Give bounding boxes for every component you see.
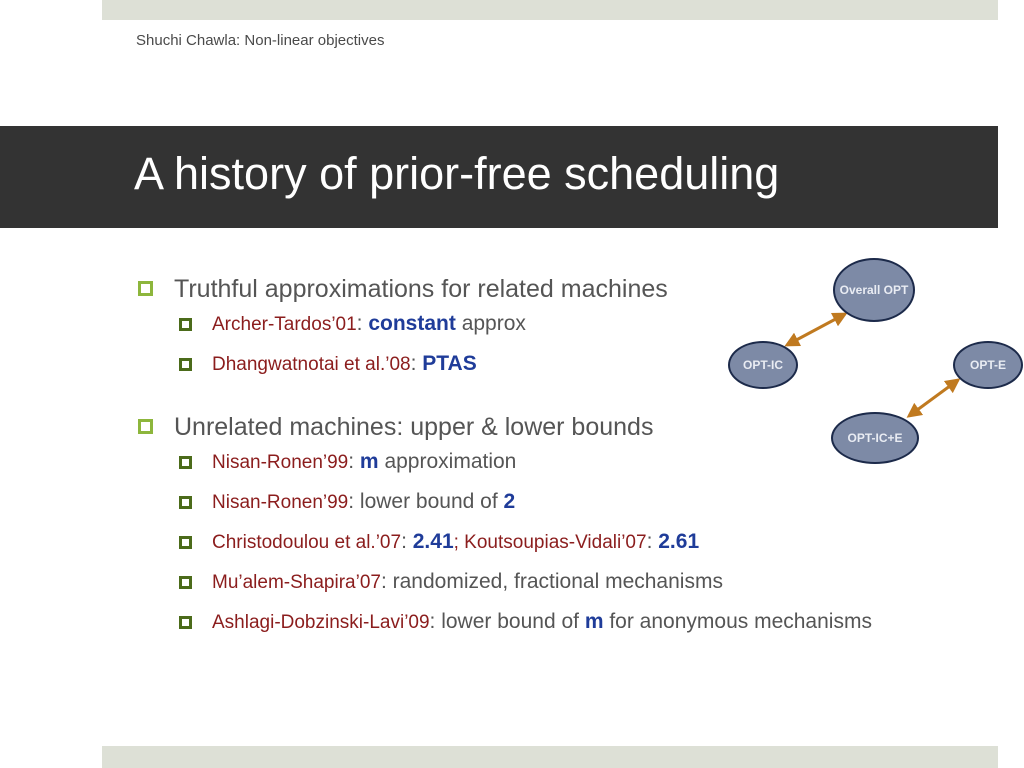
separator: :	[348, 450, 360, 473]
title-bar	[0, 126, 998, 228]
square-bullet-icon	[179, 358, 192, 371]
emphasis: PTAS	[422, 352, 477, 375]
emphasis: constant	[368, 312, 456, 335]
citation: Christodoulou et al.’07	[212, 532, 402, 553]
sub-bullet-christodoulou: Christodoulou et al.’07: 2.41; Koutsoupi…	[132, 528, 932, 557]
sub-bullet-nisan-ronen-upper: Nisan-Ronen’99: m approximation	[132, 448, 932, 477]
citation: Mu’alem-Shapira’07	[212, 572, 381, 593]
node-opt-e: OPT-E	[953, 341, 1023, 389]
bullet-text: Unrelated machines: upper & lower bounds	[174, 413, 654, 441]
separator: :	[401, 530, 413, 553]
tail-text: : randomized, fractional mechanisms	[380, 570, 723, 593]
square-bullet-icon	[179, 318, 192, 331]
tail-text: approximation	[378, 450, 517, 473]
separator: : lower bound of	[429, 610, 585, 633]
separator: : lower bound of	[348, 490, 504, 513]
emphasis: 2.41	[412, 530, 454, 553]
emphasis-2: 2.61	[658, 530, 700, 553]
emphasis: 2	[503, 490, 516, 513]
bottom-band	[102, 746, 998, 768]
tail-text: for anonymous mechanisms	[603, 610, 872, 633]
emphasis: m	[584, 610, 604, 633]
slide-content: Truthful approximations for related mach…	[132, 272, 932, 648]
separator-2: :	[646, 530, 659, 553]
sub-bullet-archer-tardos: Archer-Tardos’01: constant approx	[132, 310, 932, 339]
bullet-text: Truthful approximations for related mach…	[174, 275, 668, 303]
square-bullet-icon	[179, 496, 192, 509]
sub-bullet-ashlagi: Ashlagi-Dobzinski-Lavi’09: lower bound o…	[132, 608, 932, 637]
sub-bullet-nisan-ronen-lower: Nisan-Ronen’99: lower bound of 2	[132, 488, 932, 517]
citation: Nisan-Ronen’99	[212, 452, 349, 473]
square-bullet-icon	[179, 536, 192, 549]
separator: :	[410, 352, 423, 375]
sub-bullet-mualem-shapira: Mu’alem-Shapira’07: randomized, fraction…	[132, 568, 932, 597]
citation: Archer-Tardos’01	[212, 314, 357, 335]
separator: :	[356, 312, 369, 335]
square-bullet-icon	[138, 281, 153, 296]
citation-2: ; Koutsoupias-Vidali’07	[453, 532, 647, 553]
square-bullet-icon	[179, 576, 192, 589]
citation: Nisan-Ronen’99	[212, 492, 349, 513]
top-band	[102, 0, 998, 20]
slide-title: A history of prior-free scheduling	[134, 148, 780, 199]
emphasis: m	[359, 450, 379, 473]
bullet-unrelated-machines: Unrelated machines: upper & lower bounds	[132, 410, 932, 444]
tail-text: approx	[455, 312, 526, 335]
slide-header: Shuchi Chawla: Non-linear objectives	[136, 32, 385, 49]
bullet-related-machines: Truthful approximations for related mach…	[132, 272, 932, 306]
square-bullet-icon	[179, 616, 192, 629]
square-bullet-icon	[179, 456, 192, 469]
citation: Ashlagi-Dobzinski-Lavi’09	[212, 612, 430, 633]
sub-bullet-dhangwatnotai: Dhangwatnotai et al.’08: PTAS	[132, 350, 932, 379]
citation: Dhangwatnotai et al.’08	[212, 354, 411, 375]
square-bullet-icon	[138, 419, 153, 434]
